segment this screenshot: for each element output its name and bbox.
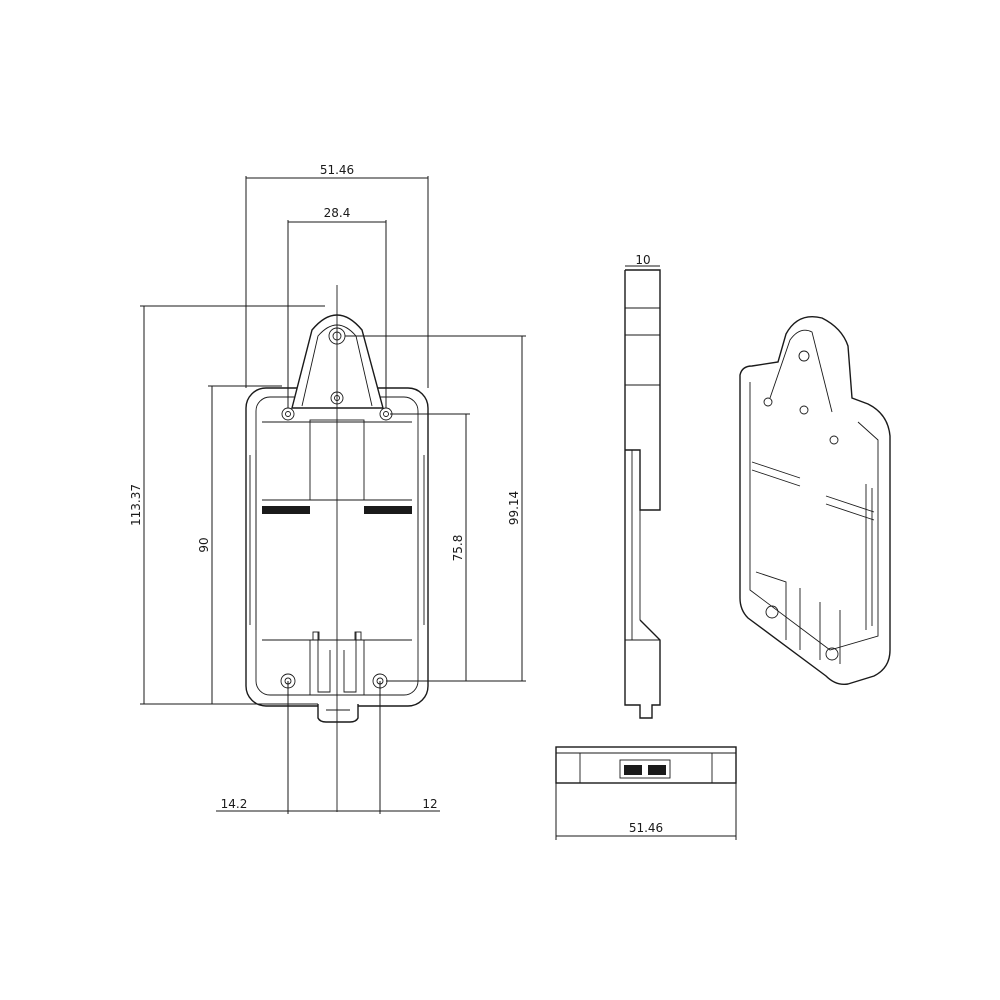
dim-height-9914: 99.14 — [507, 491, 521, 525]
dim-height-90: 90 — [197, 537, 211, 552]
iso-hole-upper-center — [799, 405, 809, 415]
bottom-profile — [555, 746, 737, 784]
iso-hanging-tab — [769, 329, 833, 413]
dim-left-offset: 14.2 — [221, 797, 248, 811]
iso-outer-body — [739, 316, 891, 686]
iso-rail-clip-left — [751, 461, 801, 487]
iso-inner-frame — [749, 382, 879, 651]
front-lower-latch — [309, 632, 365, 695]
side-profile — [624, 269, 661, 719]
iso-top-hole — [798, 350, 810, 362]
dim-right-offset: 12 — [422, 797, 437, 811]
front-view-dimensions: 51.46 28.4 113.37 90 75.8 99.14 14.2 12 — [129, 163, 526, 814]
dim-total-height: 113.37 — [129, 484, 143, 526]
front-release-tab — [317, 704, 359, 723]
iso-hole-upper-left — [763, 397, 773, 407]
iso-hole-upper-right — [829, 435, 839, 445]
front-rail-clip-left — [262, 506, 310, 514]
iso-hole-lower-left — [765, 605, 779, 619]
bottom-latch — [619, 759, 671, 779]
dim-height-758: 75.8 — [451, 535, 465, 562]
dim-hole-spacing: 28.4 — [324, 206, 351, 220]
isometric-view — [739, 316, 891, 686]
side-view: 10 — [624, 253, 661, 719]
dim-bottom-width: 51.46 — [629, 821, 663, 835]
front-hanging-tab — [291, 314, 384, 409]
dim-side-thickness: 10 — [635, 253, 650, 267]
bottom-view: 51.46 — [555, 746, 737, 840]
front-hole-upper-left — [281, 407, 295, 421]
front-view — [245, 285, 429, 812]
dim-front-width: 51.46 — [320, 163, 354, 177]
iso-hole-lower-right — [825, 647, 839, 661]
front-rail-clip-right — [364, 506, 412, 514]
